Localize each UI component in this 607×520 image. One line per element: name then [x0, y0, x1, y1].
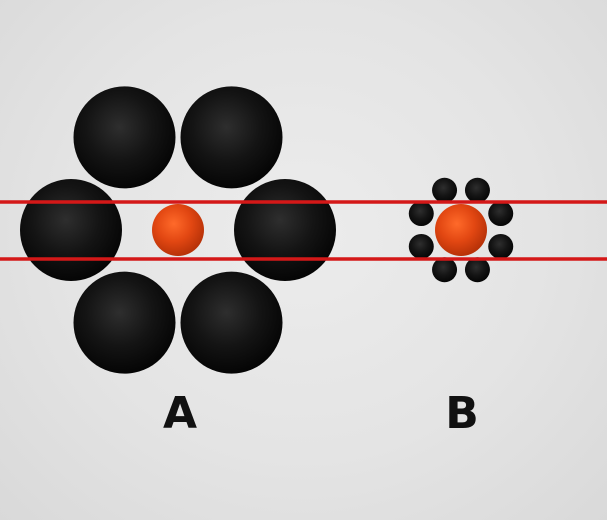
figure-a	[20, 86, 336, 374]
figure-b-surround-circle	[408, 233, 434, 259]
figure-b-surround-circle	[488, 201, 514, 227]
figure-b-surround-circle	[488, 233, 514, 259]
figure-b-surround-circle	[432, 177, 458, 203]
figure-a-surround-circles	[20, 86, 336, 374]
figure-a-surround-circle	[234, 179, 336, 281]
figure-b-surround-circle	[432, 257, 458, 283]
figure-a-surround-circle	[73, 271, 176, 374]
figure-a-surround-circle	[180, 271, 283, 374]
figure-b-surround-circle	[464, 177, 490, 203]
figure-a-surround-circle	[180, 86, 283, 189]
guide-lines	[0, 200, 607, 261]
figure-b-label: B	[445, 388, 479, 439]
figure-a-label: A	[162, 388, 198, 439]
figure-b-orange-circle	[435, 204, 487, 256]
figure-a-orange-circle	[152, 204, 204, 256]
figure-b	[408, 177, 514, 283]
figure-a-surround-circle	[73, 86, 176, 189]
figure-a-surround-circle	[20, 179, 122, 281]
figure-b-surround-circle	[408, 201, 434, 227]
figure-b-center-circle	[435, 204, 487, 256]
figure-b-surround-circle	[464, 257, 490, 283]
figure-b-surround-circles	[408, 177, 514, 283]
figure-a-center-circle	[152, 204, 204, 256]
